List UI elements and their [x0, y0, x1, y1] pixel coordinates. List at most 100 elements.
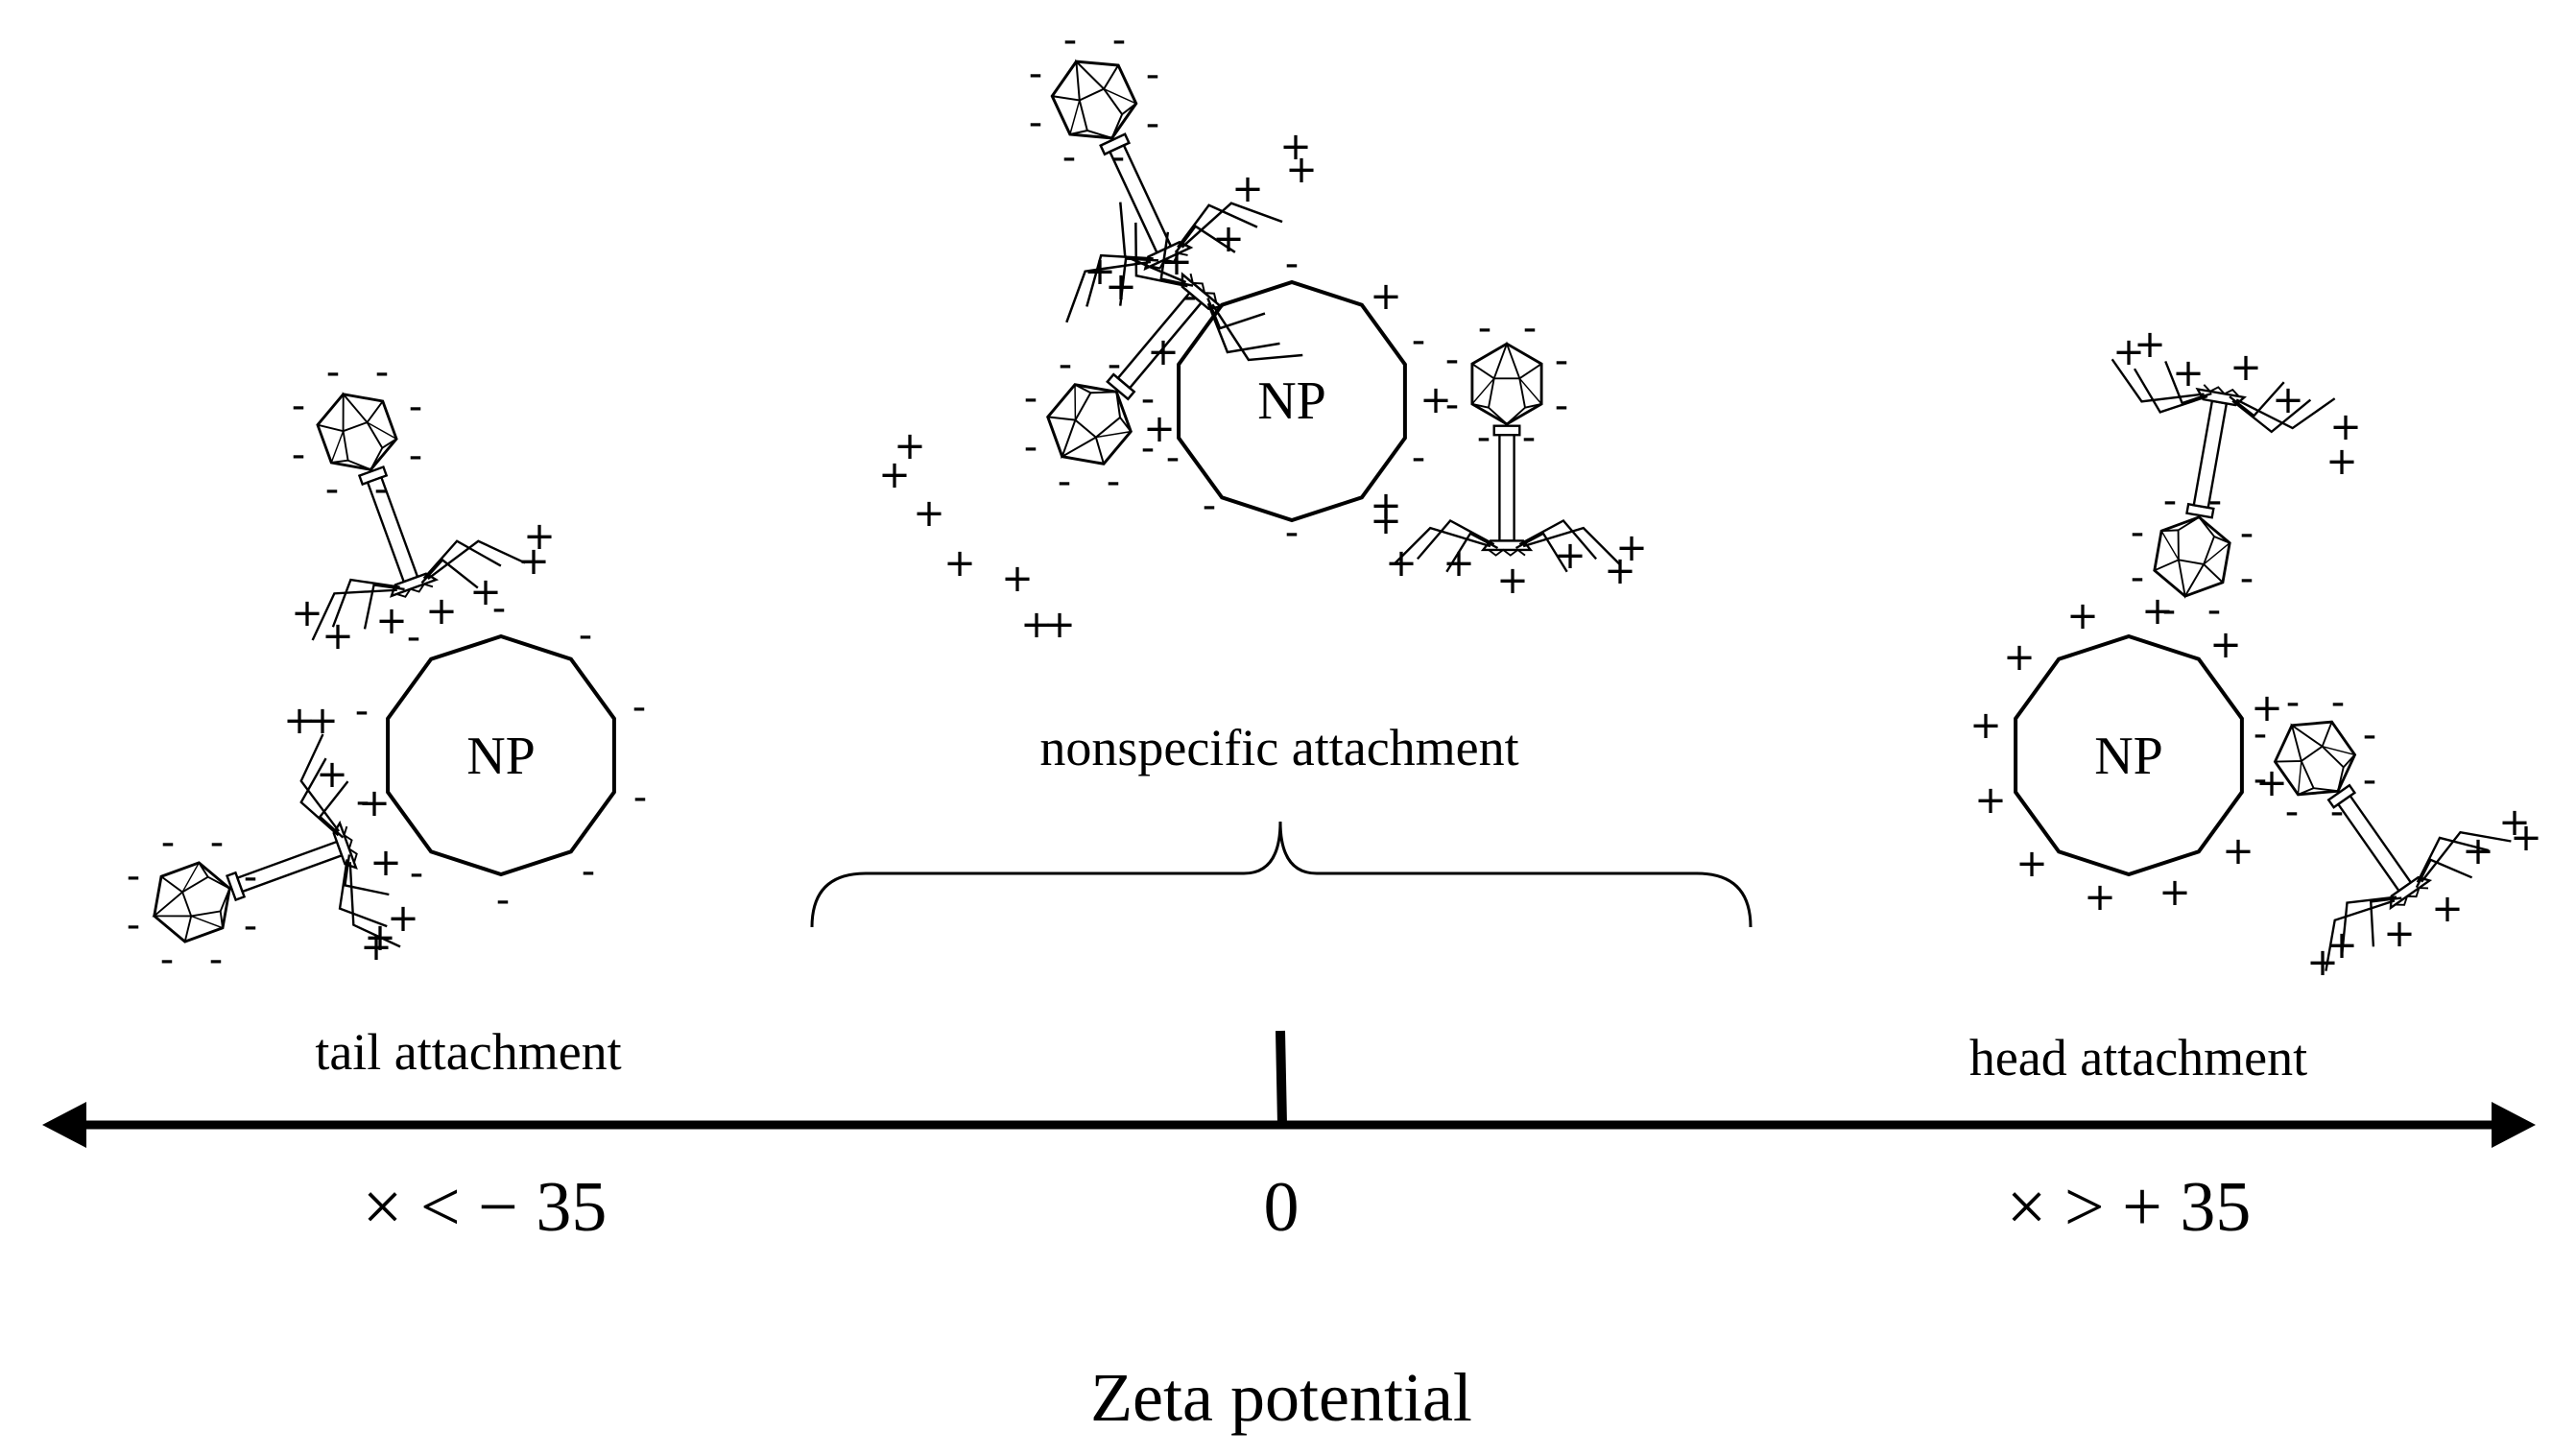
negative-charge: - [1029, 52, 1042, 96]
negative-charge: - [582, 849, 595, 894]
negative-charge: - [633, 776, 647, 820]
negative-charge: - [2363, 713, 2376, 757]
negative-charge: - [2163, 479, 2177, 523]
positive-charge: + [358, 781, 391, 825]
negative-charge: - [1203, 484, 1216, 528]
positive-charge: + [2084, 875, 2116, 919]
negative-charge: - [1285, 511, 1299, 555]
positive-charge: + [322, 614, 354, 658]
positive-charge: + [2066, 594, 2099, 638]
negative-charge: - [1166, 436, 1180, 480]
positive-charge: + [2498, 800, 2531, 845]
negative-charge: - [161, 821, 175, 865]
negative-charge: - [2162, 588, 2176, 633]
negative-charge: - [1062, 135, 1076, 179]
positive-charge: + [387, 896, 419, 941]
positive-charge: + [2209, 623, 2242, 667]
positive-charge: + [1147, 330, 1180, 374]
positive-charge: + [2510, 816, 2542, 860]
axis-tick-negative: × < − 35 [363, 1168, 608, 1247]
tail-attachment-label: tail attachment [315, 1023, 621, 1081]
nonspecific-attachment-label: nonspecific attachment [1039, 719, 1518, 776]
positive-charge: + [2306, 941, 2339, 985]
negative-charge: - [326, 350, 340, 394]
nanoparticle-left [386, 633, 616, 877]
negative-charge: - [1141, 377, 1155, 421]
positive-charge: + [1143, 407, 1176, 451]
negative-charge: - [2285, 790, 2299, 834]
positive-charge: + [2134, 322, 2166, 367]
negative-charge: - [375, 350, 389, 394]
positive-charge: + [894, 424, 926, 468]
positive-charge: + [1419, 378, 1452, 422]
positive-charge: + [1231, 167, 1264, 211]
positive-charge: + [2431, 887, 2464, 931]
positive-charge: + [1160, 240, 1193, 284]
negative-charge: - [1412, 436, 1425, 480]
positive-charge: + [2329, 405, 2362, 449]
negative-charge: - [1285, 242, 1299, 286]
negative-charge: - [356, 779, 370, 823]
negative-charge: - [2254, 712, 2267, 756]
positive-charge: + [2251, 686, 2283, 730]
negative-charge: - [632, 685, 646, 729]
positive-charge: + [1443, 541, 1475, 585]
positive-charge: + [2255, 761, 2288, 805]
positive-charge: + [2112, 330, 2145, 374]
negative-charge: - [2330, 790, 2344, 834]
positive-charge: + [364, 916, 396, 960]
negative-charge: - [1063, 18, 1077, 62]
positive-charge: + [2015, 842, 2048, 886]
positive-charge: + [1285, 148, 1318, 192]
negative-charge: - [1108, 343, 1121, 387]
positive-charge: + [1105, 265, 1137, 309]
negative-charge: - [2131, 556, 2144, 600]
zeta-axis [42, 1030, 2536, 1148]
negative-charge: - [1555, 339, 1568, 383]
negative-charge: - [2240, 512, 2254, 556]
positive-charge: + [2326, 440, 2358, 484]
negative-charge: - [1478, 306, 1491, 350]
nanoparticle-right [2014, 633, 2244, 877]
negative-charge: - [1522, 416, 1536, 460]
axis-zero-tick [1276, 1030, 1287, 1126]
positive-charge: + [2172, 351, 2205, 395]
positive-charge: + [283, 699, 316, 743]
head-attachment-label: head attachment [1969, 1029, 2307, 1086]
negative-charge: - [355, 689, 369, 733]
charge-symbols: ----------++++++++++++-+-+-+---++-------… [127, 18, 2542, 985]
axis-tick-positive: × > + 35 [2007, 1168, 2252, 1247]
negative-charge: - [292, 384, 305, 428]
negative-charge: - [1412, 319, 1425, 363]
positive-charge: + [2272, 378, 2304, 422]
axis-title: Zeta potential [1090, 1359, 1472, 1436]
negative-charge: - [409, 385, 422, 429]
positive-charge: + [360, 925, 393, 969]
negative-charge: - [1059, 343, 1072, 387]
positive-charge: + [2383, 912, 2416, 956]
positive-charge: + [2141, 589, 2174, 633]
negative-charge: - [1555, 384, 1568, 428]
positive-charge: + [1974, 778, 2007, 823]
positive-charge: + [1370, 499, 1402, 543]
positive-charge: + [1084, 250, 1116, 294]
negative-charge: - [1477, 416, 1491, 460]
nonspecific-brace [810, 821, 1753, 928]
positive-charge: + [1385, 541, 1418, 585]
positive-charge: + [316, 752, 348, 797]
positive-charge: + [2326, 923, 2358, 967]
axis-right-arrowhead [2492, 1102, 2536, 1148]
positive-charge: + [469, 570, 502, 614]
negative-charge: - [1523, 306, 1537, 350]
positive-charge: + [306, 699, 339, 743]
positive-charge: + [425, 589, 458, 633]
positive-charge: + [1370, 484, 1402, 528]
positive-charge: + [1969, 704, 2002, 748]
positive-charge: + [370, 841, 402, 885]
negative-charge: - [1111, 135, 1125, 179]
negative-charge: - [1024, 376, 1038, 420]
negative-charge: - [374, 467, 388, 512]
negative-charge: - [1146, 53, 1159, 97]
positive-charge: + [913, 491, 945, 536]
